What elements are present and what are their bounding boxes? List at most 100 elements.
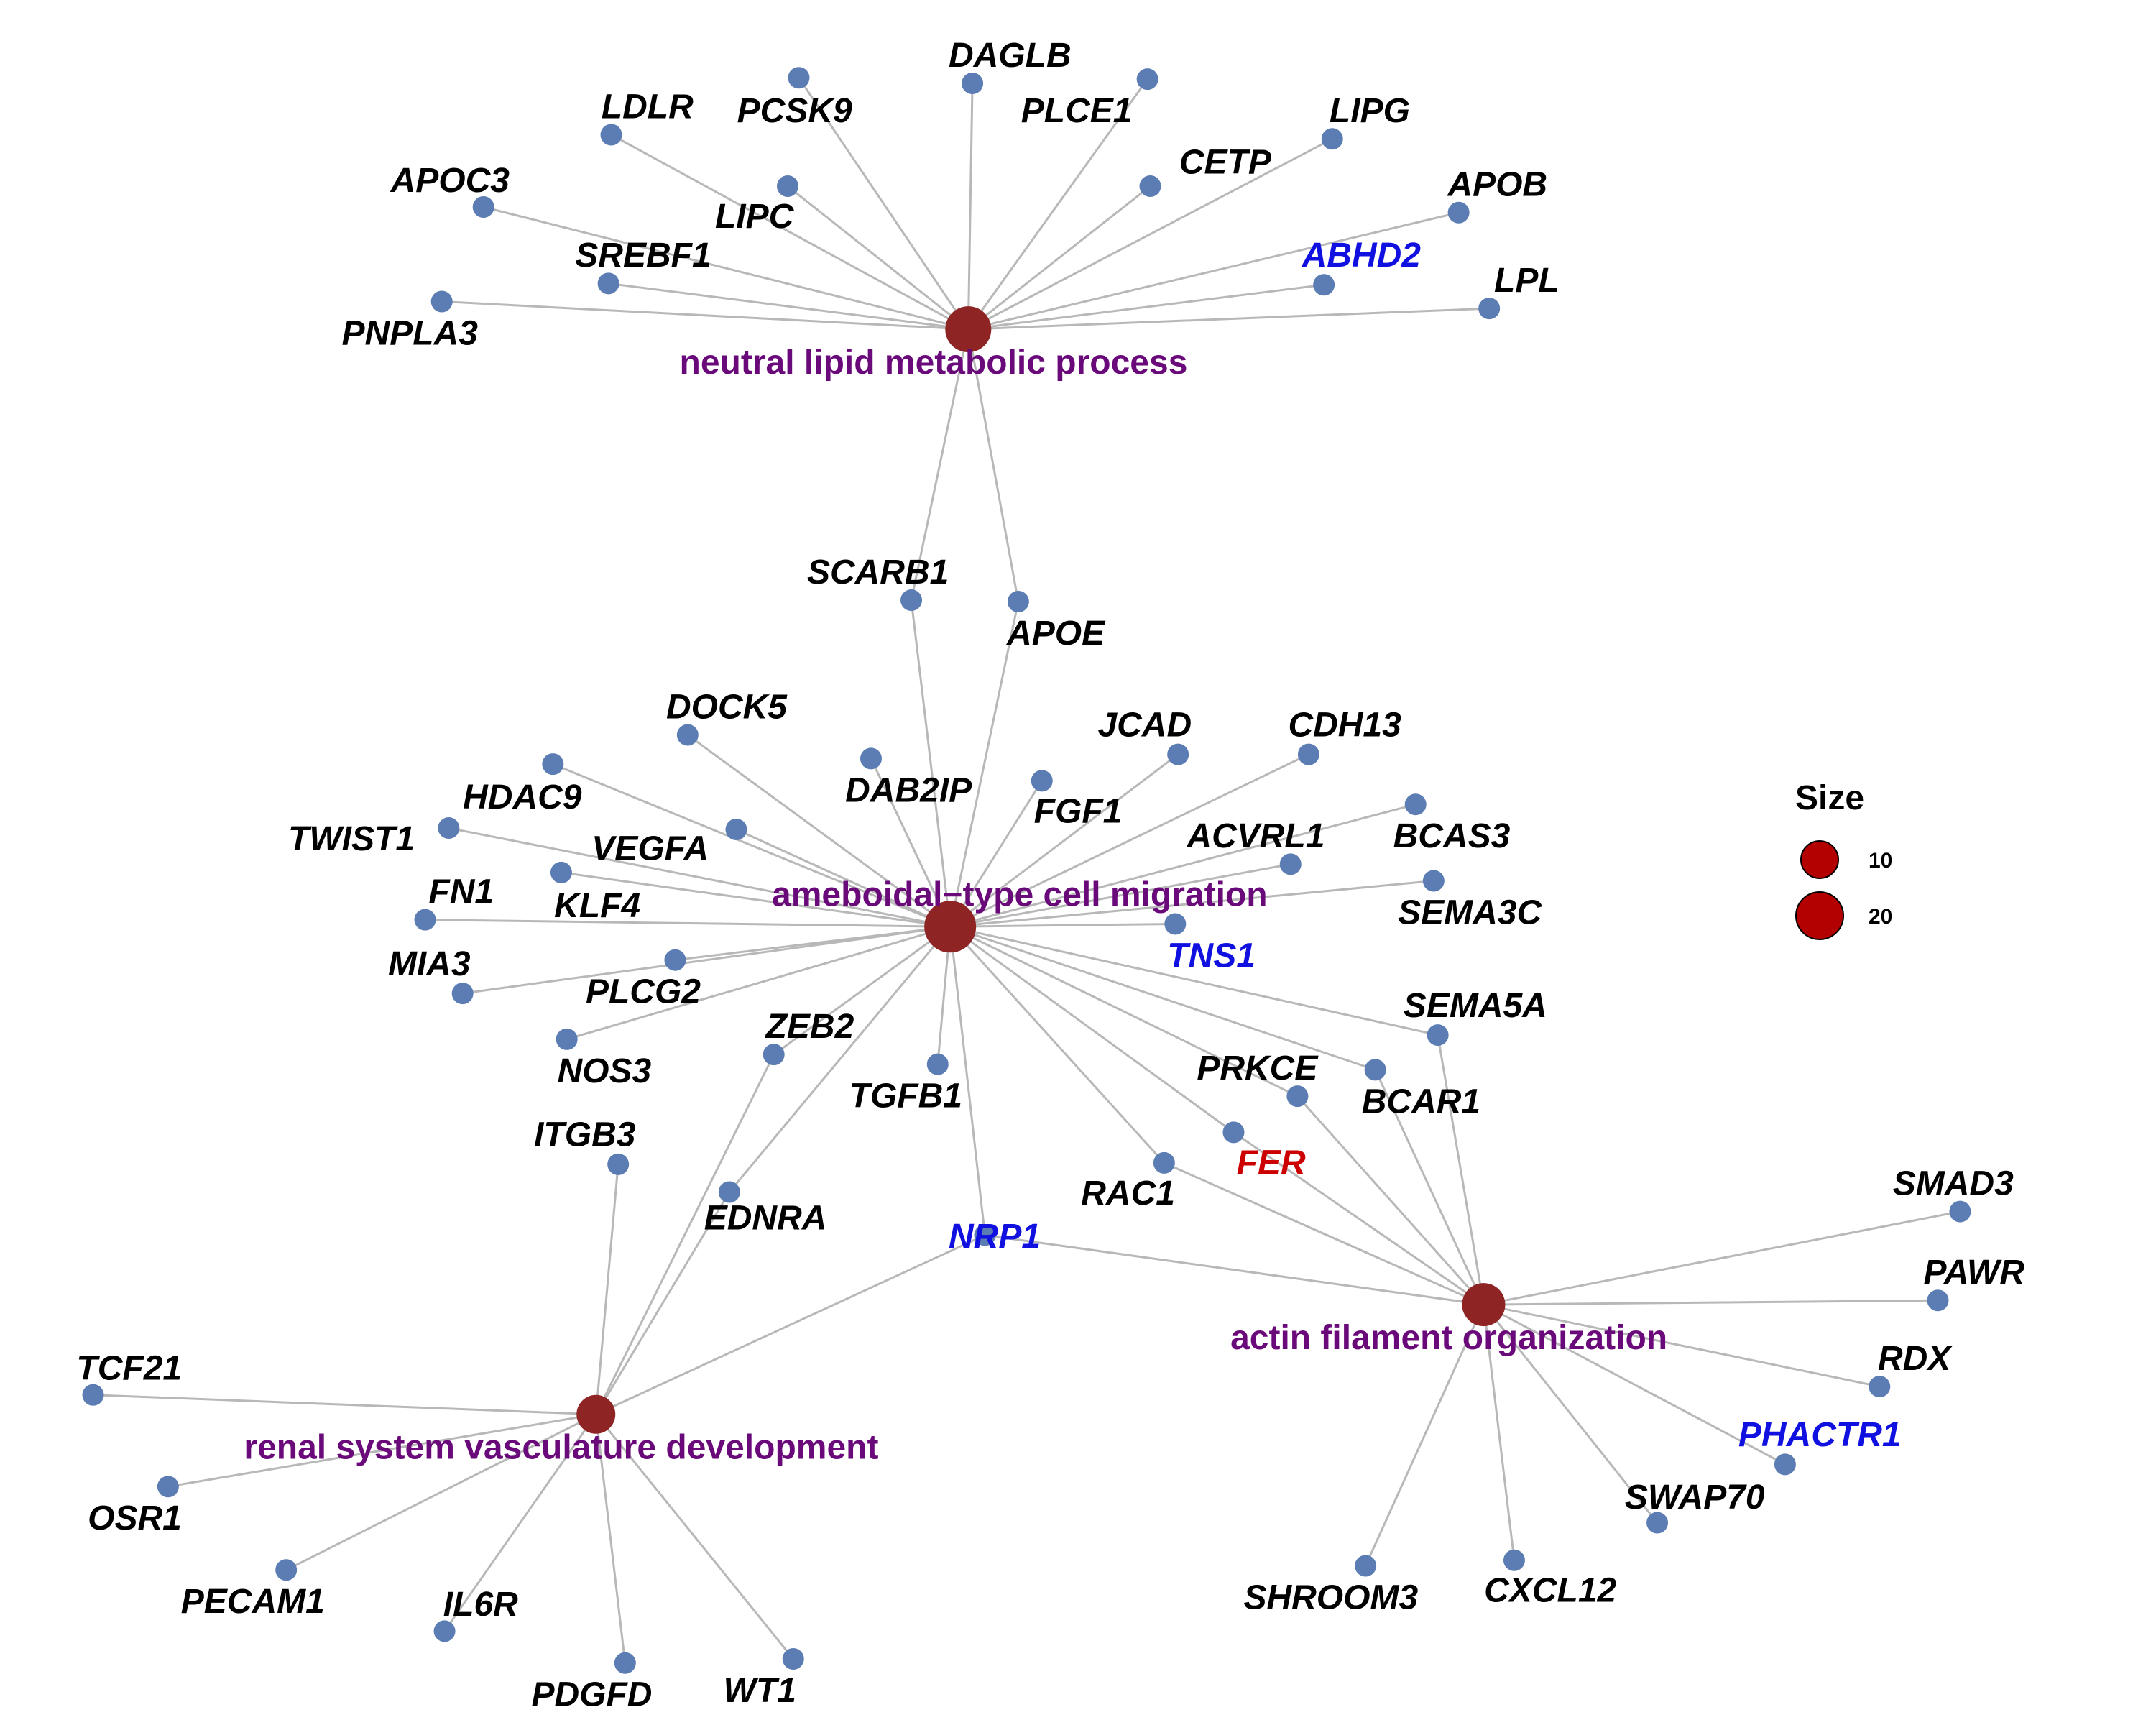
term-node-lipid (945, 306, 992, 353)
gene-node-lpl (1478, 298, 1501, 320)
edge-t_actin-SWAP70 (1483, 1304, 1659, 1524)
edge-t_lipid-LIPG (967, 137, 1333, 331)
edge-t_renal-PECAM1 (285, 1413, 596, 1571)
edge-t_mig-NRP1 (949, 926, 986, 1236)
gene-node-pnpla3 (430, 290, 453, 313)
edge-t_lipid-APOE (967, 328, 1020, 602)
edge-t_lipid-LIPC (787, 185, 969, 331)
edge-t_mig-DOCK5 (686, 734, 952, 928)
gene-node-lipg (1321, 128, 1343, 150)
gene-label-nos3: NOS3 (557, 1052, 651, 1090)
gene-node-pdgfd (614, 1652, 636, 1674)
legend-dot-10 (1800, 840, 1839, 879)
gene-label-acvrl1: ACVRL1 (1186, 817, 1325, 855)
gene-node-apoe (1007, 590, 1029, 612)
gene-label-scarb1: SCARB1 (807, 553, 949, 592)
gene-label-rac1: RAC1 (1081, 1174, 1175, 1213)
gene-node-fer (1222, 1121, 1245, 1144)
term-label-mig: ameboidal−type cell migration (772, 875, 1268, 914)
gene-node-prkce (1286, 1085, 1309, 1108)
gene-node-sema5a (1427, 1024, 1449, 1046)
edge-t_actin-PHACTR1 (1483, 1303, 1786, 1466)
gene-label-lpl: LPL (1494, 262, 1560, 300)
gene-node-nrp1 (974, 1224, 996, 1246)
nodes-layer (82, 67, 1971, 1674)
gene-node-fgf1 (1031, 770, 1053, 792)
gene-label-ldlr: LDLR (602, 88, 694, 126)
edge-t_mig-BCAS3 (949, 803, 1416, 928)
gene-label-plcg2: PLCG2 (586, 973, 701, 1011)
edge-t_actin-SMAD3 (1483, 1210, 1961, 1306)
gene-label-sema5a: SEMA5A (1404, 987, 1547, 1025)
edge-t_mig-TNS1 (950, 922, 1176, 928)
gene-node-rdx (1869, 1376, 1891, 1398)
legend-label-20: 20 (1869, 905, 1892, 929)
gene-label-jcad: JCAD (1097, 706, 1192, 744)
edge-t_actin-BCAR1 (1374, 1069, 1485, 1305)
gene-label-phactr1: PHACTR1 (1738, 1416, 1902, 1454)
gene-node-tcf21 (82, 1384, 104, 1406)
edge-t_mig-MIA3 (462, 925, 951, 995)
gene-label-rdx: RDX (1878, 1340, 1953, 1378)
gene-node-itgb3 (607, 1153, 630, 1175)
edge-t_actin-NRP1 (985, 1233, 1484, 1306)
gene-node-plce1 (1136, 68, 1158, 91)
gene-node-klf4 (550, 861, 572, 883)
gene-node-cxcl12 (1503, 1549, 1525, 1571)
gene-node-tns1 (1164, 913, 1187, 935)
gene-label-ednra: EDNRA (704, 1200, 827, 1238)
edge-t_renal-WT1 (595, 1413, 794, 1660)
term-node-mig (924, 901, 977, 953)
gene-label-daglb: DAGLB (949, 37, 1072, 75)
gene-label-pcsk9: PCSK9 (737, 92, 852, 130)
gene-label-cxcl12: CXCL12 (1484, 1572, 1616, 1610)
gene-label-fgf1: FGF1 (1034, 792, 1123, 830)
gene-label-dab2ip: DAB2IP (845, 771, 972, 809)
gene-node-osr1 (157, 1476, 179, 1498)
gene-label-cdh13: CDH13 (1288, 706, 1401, 744)
gene-label-zeb2: ZEB2 (765, 1008, 854, 1046)
gene-node-swap70 (1646, 1512, 1669, 1534)
gene-label-abhd2: ABHD2 (1302, 236, 1422, 275)
gene-node-zeb2 (763, 1044, 785, 1066)
legend-label-10: 10 (1869, 849, 1892, 873)
gene-node-acvrl1 (1279, 853, 1302, 875)
edge-t_renal-ITGB3 (594, 1164, 619, 1414)
edge-t_mig-ACVRL1 (949, 862, 1291, 928)
gene-label-apoe: APOE (1006, 615, 1106, 653)
gene-node-apoc3 (472, 196, 494, 218)
gene-label-sema3c: SEMA3C (1398, 893, 1542, 932)
edge-t_lipid-CETP (967, 185, 1151, 331)
edge-t_lipid-LPL (968, 307, 1490, 331)
gene-node-srebf1 (597, 272, 619, 295)
edge-t_actin-PRKCE (1296, 1095, 1485, 1306)
gene-label-apob: APOB (1447, 166, 1547, 204)
edge-t_mig-JCAD (949, 753, 1179, 928)
edge-t_mig-TWIST1 (448, 827, 951, 928)
gene-label-tgfb1: TGFB1 (849, 1077, 962, 1116)
edge-t_renal-ZEB2 (594, 1054, 775, 1415)
gene-label-il6r: IL6R (443, 1586, 518, 1624)
gene-node-sema3c (1422, 870, 1445, 892)
gene-node-ednra (718, 1181, 740, 1203)
edge-t_actin-FER (1233, 1131, 1485, 1306)
edge-t_mig-EDNRA (728, 926, 952, 1193)
gene-label-twist1: TWIST1 (288, 820, 415, 858)
gene-label-klf4: KLF4 (554, 887, 640, 925)
edge-t_actin-RDX (1483, 1303, 1880, 1388)
edge-t_actin-SHROOM3 (1364, 1304, 1485, 1567)
gene-label-tcf21: TCF21 (76, 1349, 182, 1387)
gene-node-cetp (1139, 175, 1161, 198)
gene-label-dock5: DOCK5 (666, 688, 788, 726)
gene-node-abhd2 (1313, 274, 1335, 296)
edge-t_renal-TCF21 (93, 1394, 596, 1416)
edge-t_lipid-PCSK9 (798, 77, 969, 330)
edge-t_mig-DAB2IP (870, 758, 952, 927)
edge-t_renal-IL6R (443, 1413, 597, 1632)
edge-t_mig-FGF1 (949, 780, 1044, 928)
gene-label-prkce: PRKCE (1197, 1049, 1319, 1087)
edge-t_mig-FER (949, 926, 1235, 1133)
edge-t_mig-RAC1 (949, 926, 1165, 1164)
edge-t_actin-CXCL12 (1482, 1304, 1516, 1560)
